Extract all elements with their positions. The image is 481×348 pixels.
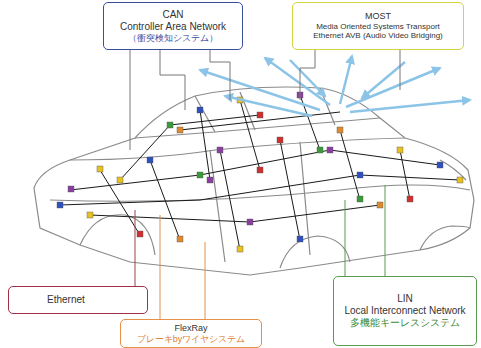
network-name: LIN (344, 293, 465, 305)
network-box: Ethernet (8, 286, 148, 314)
box-content: Ethernet (47, 294, 85, 306)
network-box: LINLocal Interconnect Network多機能キーレスシステム (333, 276, 477, 346)
network-name: Ethernet (47, 294, 85, 306)
box-content: CANController Area Network（衝突検知システム） (120, 9, 226, 44)
network-name: MOST (313, 11, 443, 22)
ecu-markers (57, 92, 463, 252)
network-detail: Controller Area Network (120, 21, 226, 33)
car-body (34, 87, 474, 275)
box-content: LINLocal Interconnect Network多機能キーレスシステム (344, 293, 465, 329)
box-content: MOSTMedia Oriented Systems TransportEthe… (313, 11, 443, 41)
network-box: FlexRayブレーキbyワイヤシステム (120, 319, 262, 348)
box-content: FlexRayブレーキbyワイヤシステム (137, 323, 246, 345)
wireless-arrows (200, 56, 470, 116)
network-detail: （衝突検知システム） (120, 33, 226, 44)
network-detail: 多機能キーレスシステム (344, 317, 465, 329)
network-detail: Media Oriented Systems Transport (313, 22, 443, 32)
network-detail: ブレーキbyワイヤシステム (137, 334, 246, 345)
network-detail: Local Interconnect Network (344, 305, 465, 317)
network-name: FlexRay (137, 323, 246, 334)
network-box: MOSTMedia Oriented Systems TransportEthe… (292, 2, 464, 50)
wiring (60, 95, 460, 250)
network-name: CAN (120, 9, 226, 21)
network-box: CANController Area Network（衝突検知システム） (103, 2, 243, 50)
network-detail: Ethernet AVB (Audio Video Bridging) (313, 31, 443, 41)
